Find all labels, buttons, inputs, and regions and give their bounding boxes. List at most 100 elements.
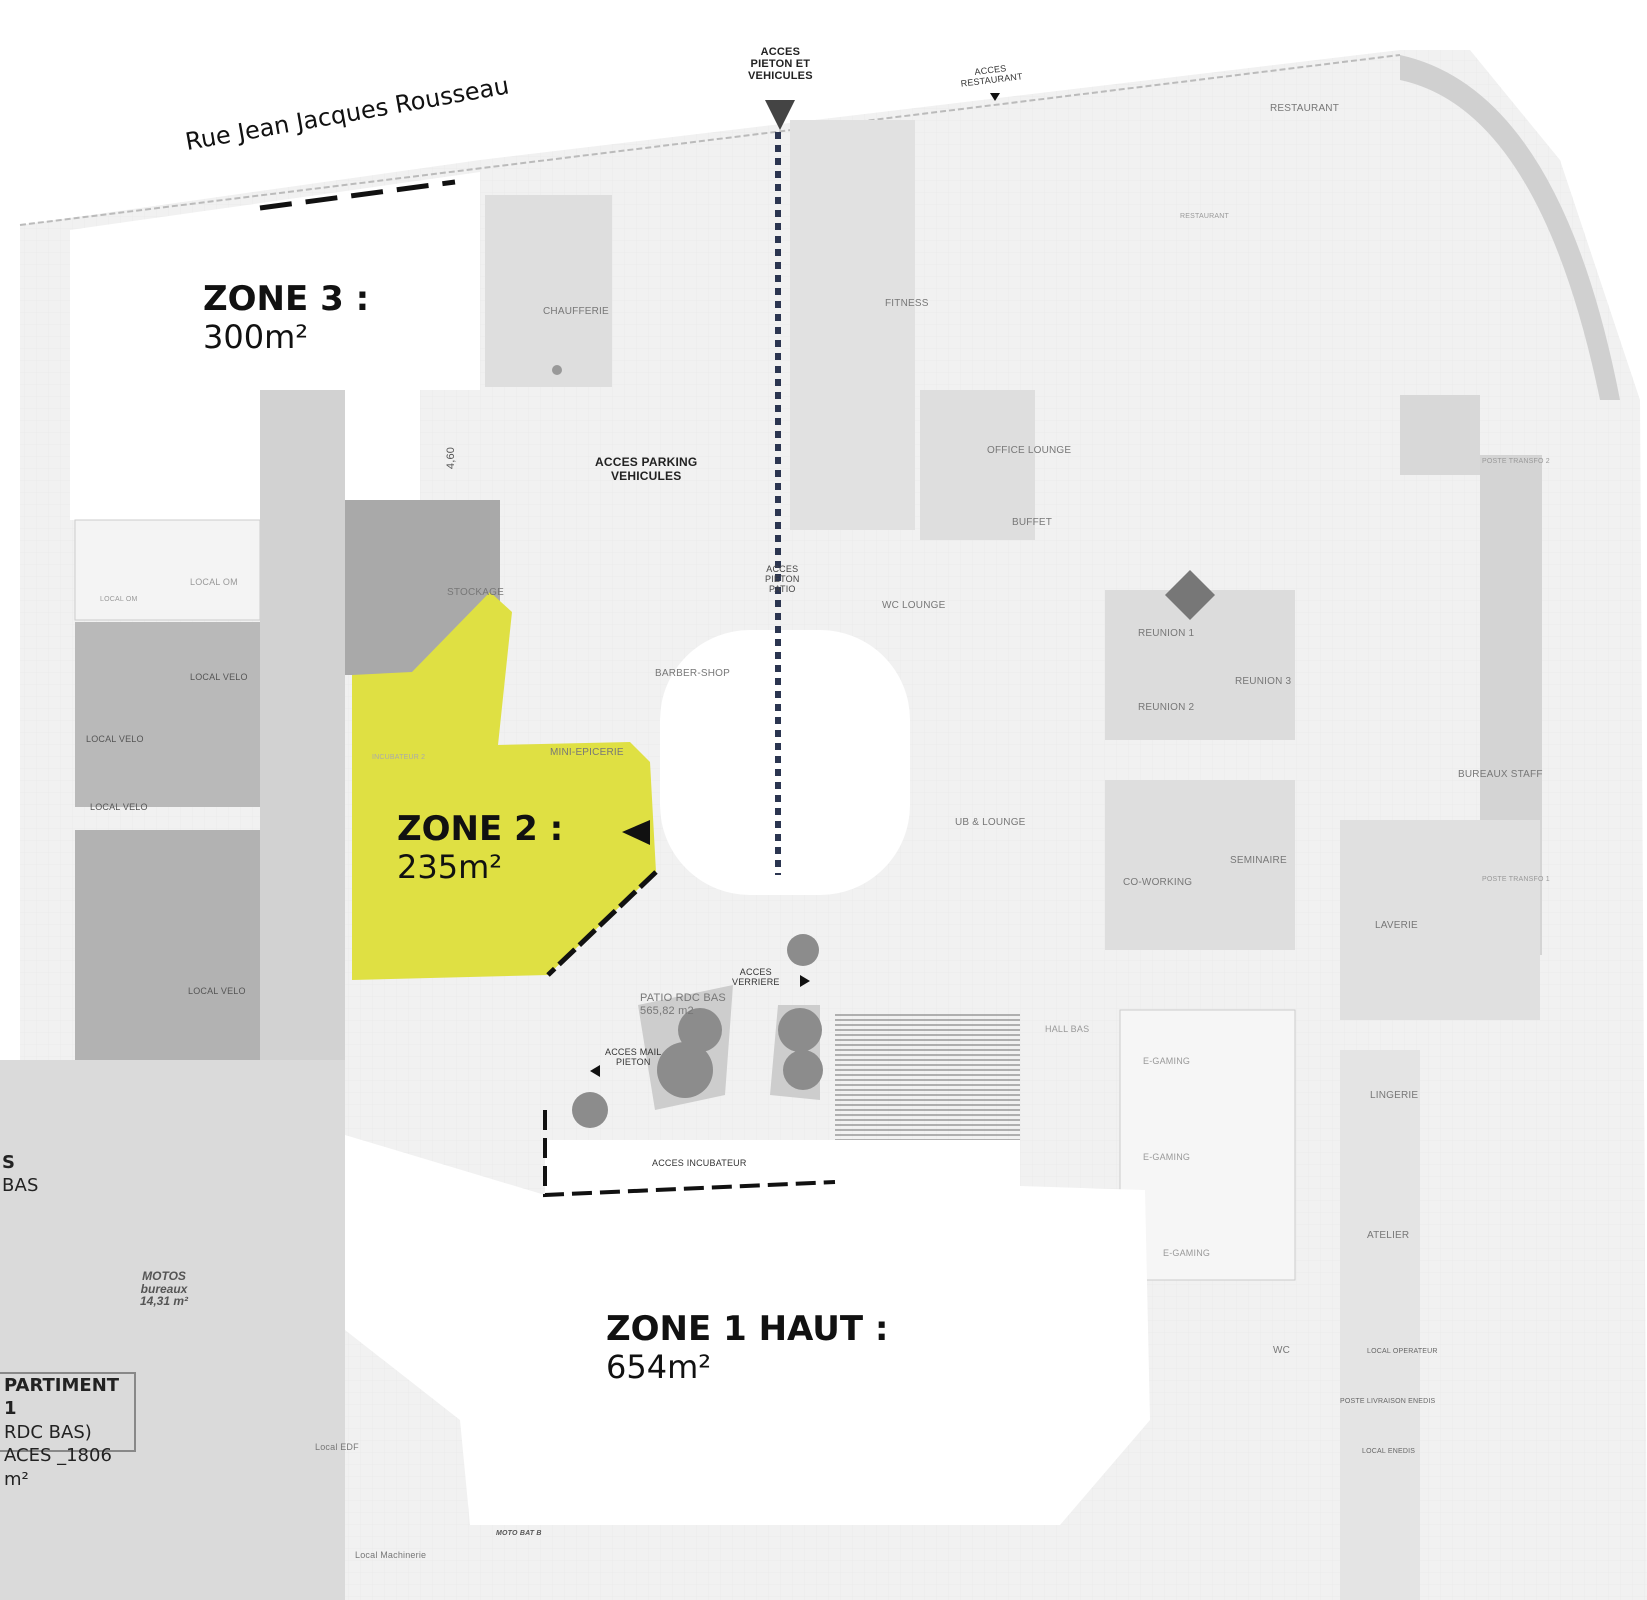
tree-icon [783, 1050, 823, 1090]
room-poste-transfo-1: POSTE TRANSFO 1 [1482, 876, 1550, 883]
room-hall-bas: HALL BAS [1045, 1024, 1090, 1034]
label-line: ACCES [760, 46, 801, 58]
label-line: ACCES [739, 967, 772, 977]
label-line: ACCES [766, 564, 799, 574]
zone2-area [352, 592, 656, 980]
label-line: BAS [2, 1174, 39, 1196]
tree-icon [787, 934, 819, 966]
curved-facade [1400, 55, 1620, 400]
arrow-right-icon [800, 975, 810, 987]
room-stockage: STOCKAGE [447, 587, 504, 598]
room-restaurant-terrasse: RESTAURANT [1270, 103, 1340, 114]
room-egaming-1: E-GAMING [1143, 1056, 1191, 1066]
room-local-operateur: LOCAL OPERATEUR [1367, 1348, 1438, 1355]
room-office-lounge: OFFICE LOUNGE [987, 445, 1072, 456]
zone2-label: ZONE 2 : 235m² [397, 809, 564, 887]
left-rooms-top [74, 519, 261, 621]
room-fitness: FITNESS [885, 298, 929, 309]
room-egaming-2: E-GAMING [1143, 1152, 1191, 1162]
zone3-area [70, 172, 480, 520]
room-local-om: LOCAL OM [100, 596, 138, 603]
zone3-area-value: 300m² [203, 318, 309, 357]
room-atelier: ATELIER [1367, 1230, 1410, 1241]
reunion-block [1105, 590, 1295, 740]
room-poste-livraison: POSTE LIVRAISON ENEDIS [1340, 1398, 1436, 1405]
zone2-area-value: 235m² [397, 848, 503, 887]
room-reunion-2: REUNION 2 [1138, 702, 1195, 713]
corridor [260, 390, 345, 1130]
street-line [259, 179, 456, 211]
compartment-line: ACES _1806 m² [4, 1445, 112, 1490]
access-patio-label: ACCES PIETON PATIO [765, 564, 800, 595]
lingerie-block [1340, 1050, 1420, 1600]
room-coworking: CO-WORKING [1123, 877, 1193, 888]
access-parking-label: ACCES PARKING VEHICULES [595, 455, 698, 484]
room-club-lounge: UB & LOUNGE [955, 817, 1026, 828]
label-line: ACCES PARKING [595, 455, 698, 469]
access-incubateur-label: ACCES INCUBATEUR [652, 1158, 747, 1168]
room-moto-bat-b: MOTO BAT B [496, 1530, 542, 1537]
label-line: PIETON [765, 573, 800, 584]
room-local-om: LOCAL OM [190, 577, 238, 587]
tree-icon [778, 1008, 822, 1052]
room-barber-shop: BARBER-SHOP [655, 668, 730, 679]
fitness-room [790, 120, 915, 530]
room-poste-transfo-2: POSTE TRANSFO 2 [1482, 458, 1550, 465]
partial-zone-label: S BAS [2, 1152, 39, 1197]
zone2-edge [546, 870, 658, 977]
access-mail-pieton-label: ACCES MAIL PIETON [605, 1047, 662, 1068]
room-restaurant-salle: RESTAURANT [1180, 213, 1229, 220]
white-overlay [660, 630, 910, 895]
room-local-velo: LOCAL VELO [188, 986, 246, 996]
room-local-machinerie: Local Machinerie [355, 1550, 427, 1560]
room-mini-epicerie: MINI-EPICERIE [550, 747, 624, 758]
patio-label: PATIO RDC BAS 565,82 m2 [640, 992, 726, 1018]
room-local-enedis: LOCAL ENEDIS [1362, 1448, 1416, 1455]
chaufferie-marker [552, 365, 562, 375]
office-lounge-room [920, 390, 1035, 540]
room-lingerie: LINGERIE [1370, 1090, 1419, 1101]
room-laverie: LAVERIE [1375, 920, 1418, 931]
egaming-block [1119, 1009, 1296, 1281]
label-line: S [2, 1152, 16, 1173]
room-wc: WC [1273, 1345, 1291, 1356]
local-velo-block [75, 622, 260, 807]
access-verriere-label: ACCES VERRIERE [732, 967, 780, 988]
room-local-edf: Local EDF [315, 1442, 359, 1452]
arrow-down-icon [765, 100, 795, 130]
room-local-velo: LOCAL VELO [86, 734, 144, 744]
property-boundary [19, 54, 1401, 226]
dimension-label: 4,60 [445, 446, 458, 470]
tree-icon [572, 1092, 608, 1128]
room-reunion-3: REUNION 3 [1235, 676, 1292, 687]
zone3-label: ZONE 3 : 300m² [203, 279, 370, 357]
room-chaufferie: CHAUFFERIE [543, 306, 609, 317]
room-reunion-1: REUNION 1 [1138, 628, 1195, 639]
arrow-left-icon [590, 1065, 600, 1077]
zone1-area-value: 654m² [606, 1348, 712, 1387]
zone2-title: ZONE 2 : [397, 809, 564, 849]
compartment-line: RDC BAS) [4, 1421, 92, 1443]
room-bureaux-staff: BUREAUX STAFF [1458, 769, 1543, 780]
room-egaming-3: E-GAMING [1163, 1248, 1211, 1258]
zone3-title: ZONE 3 : [203, 279, 370, 319]
room-wc-lounge: WC LOUNGE [882, 600, 946, 611]
arrow-down-icon [990, 93, 1000, 101]
room-seminaire: SEMINAIRE [1230, 855, 1287, 866]
chaufferie-room [485, 195, 612, 387]
label-line: bureaux [140, 1281, 188, 1296]
zone1-label: ZONE 1 HAUT : 654m² [606, 1309, 889, 1387]
room-local-velo: LOCAL VELO [190, 672, 248, 682]
poste-transfo-2-room [1400, 395, 1480, 475]
label-line: MOTOS [142, 1269, 186, 1283]
label-line: VERRIERE [732, 976, 780, 987]
zone2-arrow [622, 820, 650, 845]
coworking-block [1105, 780, 1295, 950]
zone1-area-top [545, 1140, 1020, 1200]
label-line: 14,31 m² [140, 1294, 189, 1309]
patio-name: PATIO RDC BAS [640, 992, 726, 1004]
room-incubateur: INCUBATEUR 2 [372, 754, 426, 761]
tree-icon [678, 1008, 722, 1052]
